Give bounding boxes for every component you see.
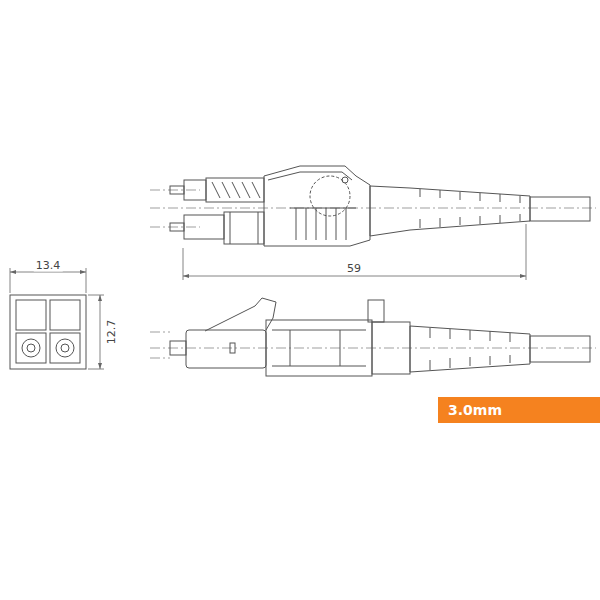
arrowhead (80, 270, 86, 274)
hidden-arc (310, 176, 350, 216)
ferrule-core (27, 344, 35, 352)
extension-line (10, 268, 11, 293)
ferrule-face (16, 333, 46, 363)
size-badge: 3.0mm (438, 397, 600, 423)
ferrule-face (50, 333, 80, 363)
boot (370, 186, 530, 236)
center-line (150, 208, 596, 209)
dimension-line (10, 272, 86, 273)
latch-face (50, 300, 80, 330)
ferrule-holder (184, 180, 206, 200)
ferrule (170, 341, 186, 355)
center-line (150, 332, 170, 333)
extension-line (88, 295, 104, 296)
boot-ribs (420, 189, 520, 203)
body-section (272, 330, 366, 366)
ferrule (170, 186, 184, 194)
section-line (258, 212, 259, 244)
extension-line (86, 268, 87, 293)
arrowhead (183, 274, 189, 278)
spring-housing (224, 212, 264, 244)
center-line (150, 227, 200, 228)
clip-ribs (296, 208, 346, 240)
front-view (10, 295, 86, 369)
rear-body (372, 322, 410, 374)
center-line (150, 358, 170, 359)
drawing-lines (10, 166, 596, 376)
ferrule (170, 223, 184, 231)
dimension-arrows (10, 270, 526, 369)
boot-ribs (430, 355, 510, 370)
ferrule-holder (184, 215, 224, 239)
arrowhead (10, 270, 16, 274)
boot-ribs (420, 214, 520, 228)
boot-ribs (430, 328, 510, 342)
pivot (342, 177, 348, 183)
latch (205, 298, 276, 331)
section-line (230, 212, 231, 244)
dimension-value: 59 (345, 262, 363, 275)
dimension-lines (10, 224, 526, 369)
ferrule-circle (22, 339, 40, 357)
dimension-value: 12.7 (105, 318, 118, 347)
arrowhead (520, 274, 526, 278)
release-tab (368, 300, 384, 322)
latch-face (16, 300, 46, 330)
ferrule-core (61, 344, 69, 352)
center-line (150, 348, 596, 349)
arrowhead (98, 295, 102, 301)
arrowhead (98, 363, 102, 369)
window (230, 343, 235, 353)
body (266, 320, 372, 376)
badge-text: 3.0mm (448, 401, 590, 419)
spring-housing (206, 178, 264, 202)
cable (530, 197, 590, 221)
side-view (170, 298, 590, 376)
plug-housing (186, 330, 266, 368)
cable (530, 336, 590, 362)
dimension-value: 13.4 (34, 259, 63, 272)
extension-line (183, 248, 184, 280)
boot (410, 326, 530, 372)
center-lines (150, 190, 596, 358)
extension-line (88, 369, 104, 370)
ferrule-circle (56, 339, 74, 357)
dimension-line (183, 276, 526, 277)
housing-edge (268, 172, 352, 180)
housing (264, 166, 370, 246)
center-line (150, 190, 200, 191)
top-view (170, 166, 590, 246)
spring (212, 182, 260, 198)
dimension-line (100, 295, 101, 369)
extension-line (526, 224, 527, 280)
front-outline (10, 295, 86, 369)
